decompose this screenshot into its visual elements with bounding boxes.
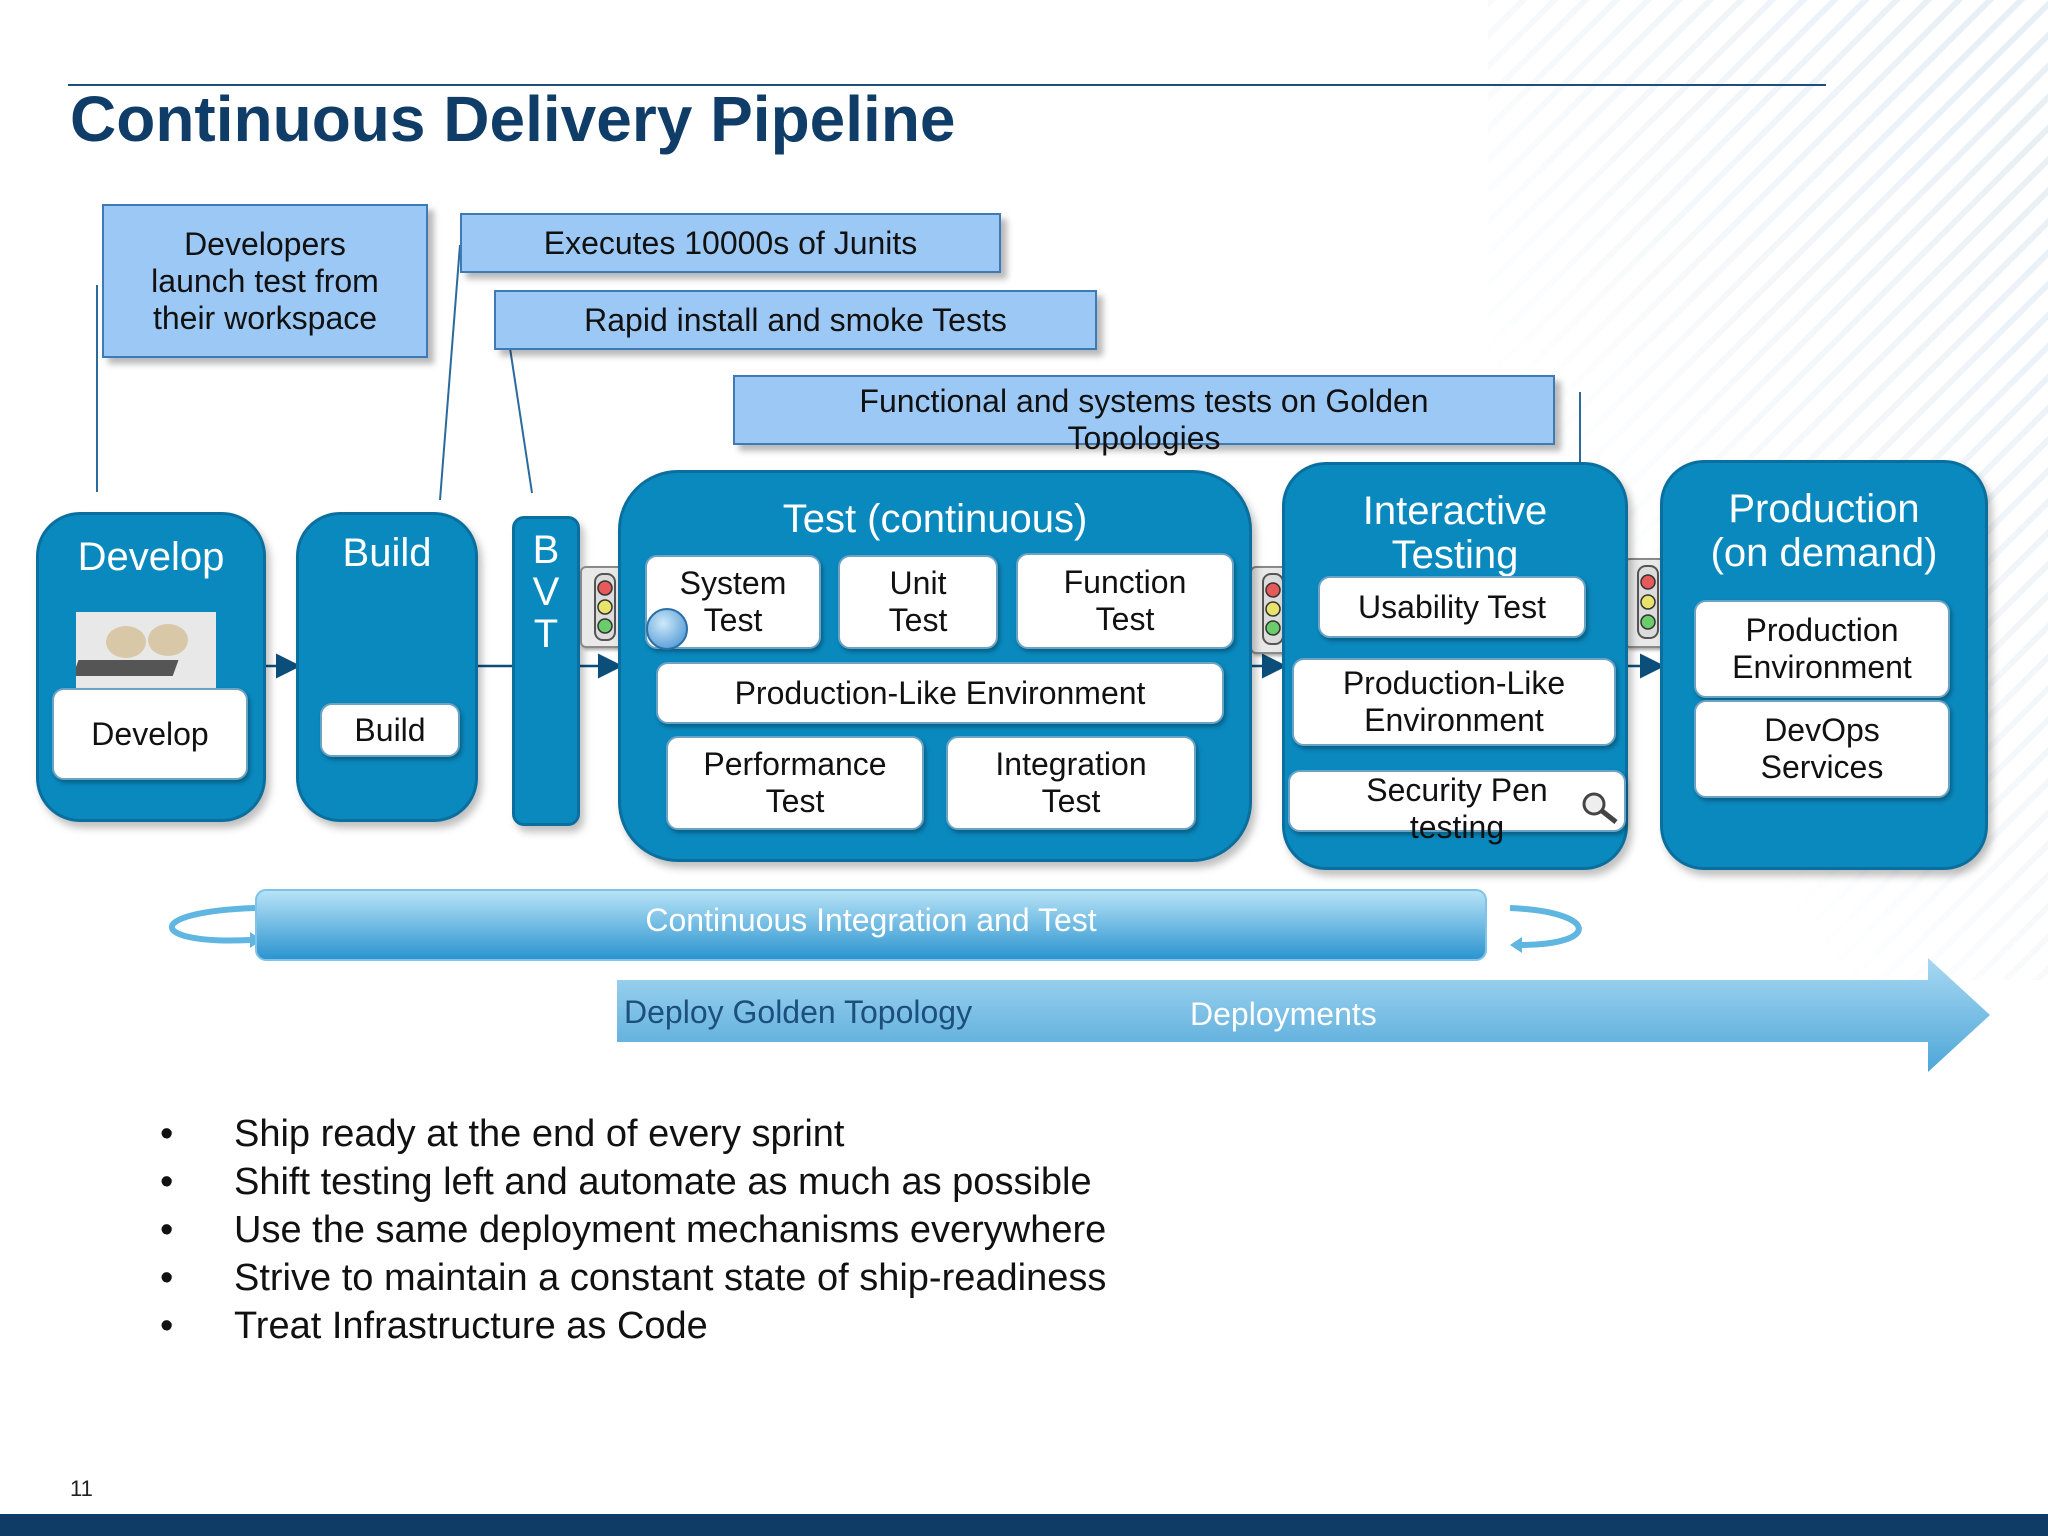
title-rule	[68, 84, 1826, 86]
stage-bvt: B V T	[512, 516, 580, 826]
magnifier-graphic	[1582, 792, 1618, 824]
list-item: • Use the same deployment mechanisms ever…	[150, 1206, 1106, 1254]
bullet-text: Strive to maintain a constant state of s…	[234, 1257, 1107, 1299]
test-prodlike-box: Production-Like Environment	[656, 662, 1224, 724]
build-box: Build	[320, 703, 460, 757]
stage-production-title-line2: (on demand)	[1710, 531, 1938, 575]
loop-arrowhead-right	[1510, 937, 1522, 953]
usability-test-text: Usability Test	[1358, 588, 1546, 625]
callout-line-rapid	[509, 347, 533, 494]
stage-develop-title: Develop	[77, 535, 225, 579]
security-pen-line2: testing	[1409, 809, 1505, 845]
callout-developers-line3: their workspace	[152, 299, 378, 336]
list-item: • Treat Infrastructure as Code	[150, 1302, 1106, 1350]
stage-interactive-title-line2: Testing	[1391, 533, 1519, 577]
bullet-text: Treat Infrastructure as Code	[234, 1305, 708, 1347]
magnifier-icon	[1578, 790, 1620, 824]
developers-illustration	[72, 624, 188, 676]
stage-interactive-title-line1: Interactive	[1362, 489, 1548, 533]
bullet-icon: •	[160, 1113, 174, 1155]
bvt-letter-b: B	[532, 528, 560, 572]
integration-test-box: Integration Test	[946, 736, 1196, 830]
callout-functional-line2: Topologies	[1067, 420, 1221, 456]
bullet-text: Use the same deployment mechanisms every…	[234, 1209, 1107, 1251]
bullet-text: Shift testing left and automate as much …	[234, 1161, 1092, 1203]
callout-rapid-text: Rapid install and smoke Tests	[584, 301, 1007, 338]
deploy-golden-label: Deploy Golden Topology	[624, 994, 973, 1030]
test-prodlike-text: Production-Like Environment	[734, 674, 1146, 711]
ci-bar	[255, 889, 1487, 961]
deployments-label: Deployments	[1190, 996, 1377, 1032]
callout-line-junits	[439, 244, 461, 501]
function-test-line2: Test	[1095, 601, 1155, 637]
performance-test-box: Performance Test	[666, 736, 924, 830]
production-environment-line1: Production	[1745, 612, 1899, 648]
unit-test-box: Unit Test	[838, 555, 998, 649]
loop-arrow-right	[1509, 905, 1582, 948]
list-item: • Ship ready at the end of every sprint	[150, 1110, 1106, 1158]
developers-image	[72, 612, 216, 688]
interactive-prodlike-line2: Environment	[1364, 702, 1544, 738]
system-test-box: System Test	[645, 555, 821, 649]
devops-services-line2: Services	[1760, 749, 1884, 785]
interactive-prodlike-line1: Production-Like	[1342, 665, 1566, 701]
callout-functional-line1: Functional and systems tests on Golden	[859, 383, 1429, 419]
devops-services-line1: DevOps	[1764, 712, 1880, 748]
interactive-prodlike-box: Production-Like Environment	[1292, 658, 1616, 746]
list-item: • Shift testing left and automate as much…	[150, 1158, 1106, 1206]
callout-developers: Developers launch test from their worksp…	[102, 204, 428, 358]
function-test-box: Function Test	[1016, 553, 1234, 649]
deployments-arrow	[617, 958, 1990, 1072]
refresh-icon	[646, 608, 688, 650]
traffic-light-graphic	[1637, 565, 1659, 639]
bullet-icon: •	[160, 1257, 174, 1299]
build-box-text: Build	[354, 711, 426, 748]
callout-rapid: Rapid install and smoke Tests	[494, 290, 1097, 350]
develop-box-text: Develop	[91, 715, 209, 752]
security-pen-box: Security Pen testing	[1288, 770, 1626, 845]
bullet-icon: •	[160, 1305, 174, 1347]
security-pen-line1: Security Pen	[1366, 772, 1548, 808]
callout-junits-text: Executes 10000s of Junits	[543, 224, 918, 261]
stage-build-title: Build	[342, 531, 432, 575]
loop-arrow-left	[168, 905, 256, 944]
footer-bar	[0, 1514, 2048, 1536]
bullet-list: • Ship ready at the end of every sprint •…	[150, 1110, 1106, 1350]
system-test-line2: Test	[703, 602, 763, 638]
unit-test-line1: Unit	[889, 565, 947, 601]
page-number: 11	[70, 1476, 93, 1501]
unit-test-line2: Test	[888, 602, 948, 638]
bullet-text: Ship ready at the end of every sprint	[234, 1113, 845, 1155]
list-item: • Strive to maintain a constant state of …	[150, 1254, 1106, 1302]
stage-test-title: Test (continuous)	[782, 497, 1088, 541]
production-environment-box: Production Environment	[1694, 600, 1950, 698]
bvt-letter-t: T	[533, 612, 559, 656]
develop-box: Develop	[52, 688, 248, 780]
stage-build: Build	[296, 512, 478, 822]
integration-test-line1: Integration	[995, 746, 1147, 782]
callout-developers-line1: Developers	[184, 225, 346, 262]
performance-test-line1: Performance	[703, 746, 887, 782]
callout-junits: Executes 10000s of Junits	[460, 213, 1001, 273]
usability-test-box: Usability Test	[1318, 576, 1586, 638]
traffic-light-graphic	[594, 573, 616, 641]
performance-test-line2: Test	[765, 783, 825, 819]
page-title: Continuous Delivery Pipeline	[70, 83, 956, 155]
system-test-line1: System	[679, 565, 787, 601]
bullet-icon: •	[160, 1161, 174, 1203]
devops-services-box: DevOps Services	[1694, 700, 1950, 798]
callout-developers-line2: launch test from	[151, 262, 379, 299]
function-test-line1: Function	[1063, 564, 1187, 600]
production-environment-line2: Environment	[1732, 649, 1912, 685]
stage-production-title-line1: Production	[1728, 487, 1920, 531]
bvt-letter-v: V	[532, 570, 560, 614]
integration-test-line2: Test	[1041, 783, 1101, 819]
callout-functional: Functional and systems tests on Golden T…	[733, 375, 1555, 456]
ci-bar-label: Continuous Integration and Test	[645, 902, 1097, 938]
bullet-icon: •	[160, 1209, 174, 1251]
